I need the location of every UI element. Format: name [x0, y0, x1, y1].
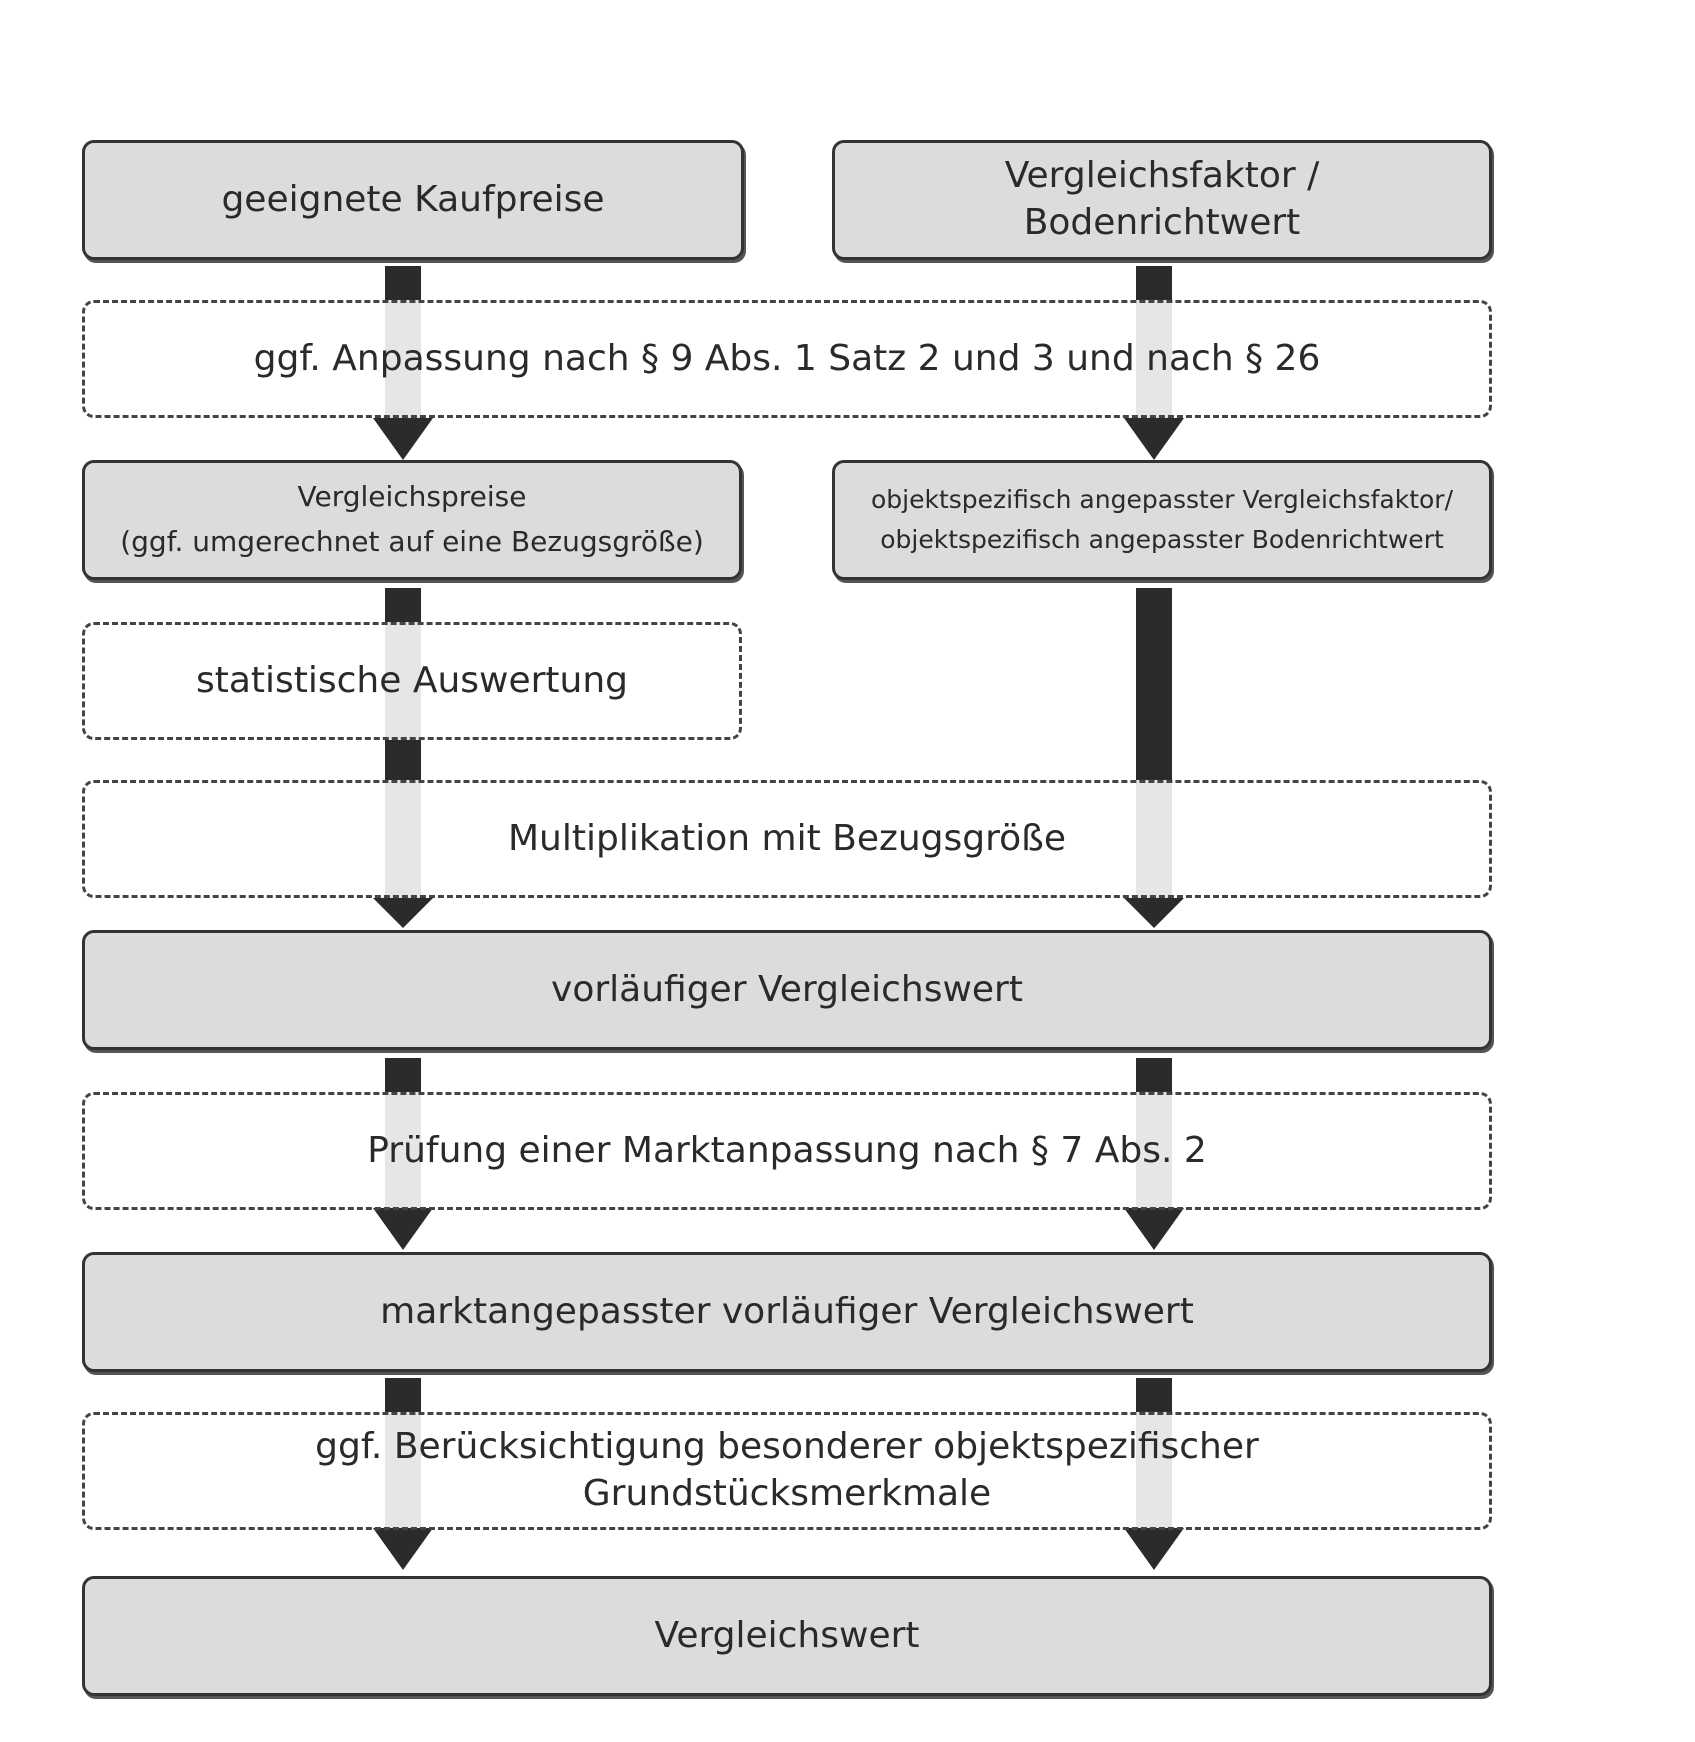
down-arrow-icon — [373, 898, 433, 928]
left-flow-bar — [385, 266, 421, 300]
comparison-factor-line: Vergleichsfaktor / — [1004, 155, 1320, 197]
down-arrow-icon — [1124, 418, 1184, 460]
adapted-factor-box: objektspezifisch angepasster Vergleichsf… — [832, 460, 1492, 580]
preliminary-value-label: vorläufiger Vergleichswert — [551, 968, 1023, 1010]
left-flow-bar — [385, 1412, 421, 1530]
left-flow-bar — [385, 300, 421, 420]
comparison-prices-line: (ggf. umgerechnet auf eine Bezugsgröße) — [120, 525, 704, 558]
statistics-step-label: statistische Auswertung — [195, 659, 629, 701]
down-arrow-icon — [1124, 1208, 1184, 1250]
left-flow-bar — [385, 622, 421, 740]
adjustment-step-label: ggf. Anpassung nach § 9 Abs. 1 Satz 2 un… — [253, 337, 1321, 379]
left-flow-bar — [385, 1378, 421, 1412]
right-flow-bar — [1136, 1092, 1172, 1210]
statistics-step-box: statistische Auswertung — [82, 622, 742, 740]
right-flow-bar — [1136, 300, 1172, 420]
down-arrow-icon — [1124, 1528, 1184, 1570]
adjustment-step-box: ggf. Anpassung nach § 9 Abs. 1 Satz 2 un… — [82, 300, 1492, 418]
multiplication-step-box: Multiplikation mit Bezugsgröße — [82, 780, 1492, 898]
left-flow-bar — [385, 588, 421, 622]
market-check-step-box: Prüfung einer Marktanpassung nach § 7 Ab… — [82, 1092, 1492, 1210]
comparison-prices-line: Vergleichspreise — [297, 480, 527, 514]
market-adjusted-value-label: marktangepasster vorläufiger Vergleichsw… — [380, 1290, 1194, 1332]
right-flow-bar — [1136, 1058, 1172, 1092]
preliminary-value-box: vorläufiger Vergleichswert — [82, 930, 1492, 1050]
final-value-box: Vergleichswert — [82, 1576, 1492, 1696]
special-features-step-box: ggf. Berücksichtigung besonderer objekts… — [82, 1412, 1492, 1530]
market-adjusted-value-box: marktangepasster vorläufiger Vergleichsw… — [82, 1252, 1492, 1372]
comparison-prices-box: Vergleichspreise (ggf. umgerechnet auf e… — [82, 460, 742, 580]
down-arrow-icon — [373, 1208, 433, 1250]
purchase-prices-label: geeignete Kaufpreise — [221, 178, 605, 220]
left-flow-bar — [385, 780, 421, 900]
adapted-factor-line: objektspezifisch angepasster Vergleichsf… — [870, 485, 1454, 514]
special-features-line: Grundstücksmerkmale — [582, 1473, 992, 1514]
adapted-factor-line: objektspezifisch angepasster Bodenrichtw… — [880, 525, 1444, 554]
comparison-factor-line: Bodenrichtwert — [1023, 202, 1301, 243]
right-flow-bar — [1136, 266, 1172, 300]
purchase-prices-box: geeignete Kaufpreise — [82, 140, 744, 260]
right-flow-bar — [1136, 1378, 1172, 1412]
down-arrow-icon — [1124, 898, 1184, 928]
down-arrow-icon — [373, 418, 433, 460]
right-flow-bar — [1136, 780, 1172, 900]
market-check-step-label: Prüfung einer Marktanpassung nach § 7 Ab… — [367, 1129, 1207, 1171]
left-flow-bar — [385, 1058, 421, 1092]
final-value-label: Vergleichswert — [654, 1614, 920, 1656]
special-features-line: ggf. Berücksichtigung besonderer objekts… — [315, 1426, 1259, 1468]
right-flow-bar — [1136, 588, 1172, 780]
left-flow-bar — [385, 740, 421, 780]
left-flow-bar — [385, 1092, 421, 1210]
down-arrow-icon — [373, 1528, 433, 1570]
multiplication-step-label: Multiplikation mit Bezugsgröße — [507, 817, 1067, 859]
comparison-factor-box: Vergleichsfaktor / Bodenrichtwert — [832, 140, 1492, 260]
right-flow-bar — [1136, 1412, 1172, 1530]
